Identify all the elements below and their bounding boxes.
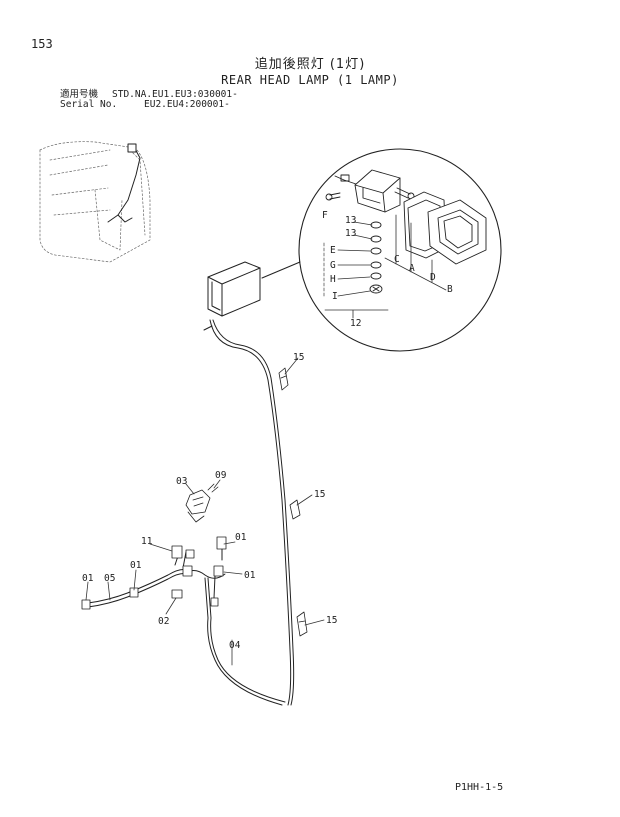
callout-01-mid: 01: [130, 560, 142, 571]
page-number: 153: [31, 37, 53, 51]
leader-i: [337, 290, 371, 297]
detail-leader: [261, 261, 301, 279]
callout-h: H: [330, 274, 336, 285]
callout-b: B: [447, 284, 453, 295]
serial-label-jp: 適用号機: [60, 89, 99, 100]
callout-g: G: [330, 260, 336, 271]
callout-04: 04: [229, 640, 241, 651]
leader-11: [149, 543, 173, 552]
title-english: REAR HEAD LAMP (1 LAMP): [221, 73, 399, 87]
callout-09: 09: [215, 470, 227, 481]
leader-01-right: [223, 571, 243, 575]
footer-code: P1HH-1-5: [455, 782, 504, 793]
harness-cable: [203, 319, 295, 706]
leader-15b: [296, 494, 313, 506]
leader-03: [185, 483, 195, 495]
callout-f: F: [322, 210, 328, 221]
lamp-exploded-view: [325, 169, 487, 294]
callout-02: 02: [158, 616, 169, 627]
leader-02: [165, 597, 177, 615]
leader-15a: [284, 357, 299, 375]
callout-e: E: [330, 245, 336, 256]
detail-circle: [298, 148, 502, 352]
callout-01-left: 01: [82, 573, 94, 584]
callout-a: A: [409, 263, 415, 274]
leader-cadb: [384, 257, 447, 291]
leader-01-top: [223, 541, 236, 545]
callout-12: 12: [350, 318, 361, 329]
callout-15b: 15: [314, 489, 325, 500]
callout-11: 11: [141, 536, 153, 547]
leader-01-mid: [133, 569, 137, 591]
leader-e: [337, 249, 371, 252]
cable-clip-3: [296, 611, 308, 637]
callout-i: I: [332, 291, 338, 302]
callout-03: 03: [176, 476, 187, 487]
serial-range-1: STD.NA.EU1.EU3:030001-: [112, 89, 238, 100]
callout-c: C: [394, 254, 400, 265]
leader-13b: [353, 234, 373, 240]
cab-wiring: [107, 143, 141, 223]
callout-labels: 13 13 F E G H I C A D B 12 15 15 15 03 0…: [82, 210, 453, 651]
leader-01-left: [85, 581, 89, 601]
leader-05: [107, 581, 111, 601]
callout-05: 05: [104, 573, 115, 584]
cable-clip-2: [289, 499, 301, 520]
relay-part: [185, 483, 219, 523]
cab-outline: [39, 141, 151, 263]
leader-09: [213, 479, 221, 489]
title-japanese: 追加後照灯 (1灯): [254, 57, 366, 72]
callout-15c: 15: [326, 615, 337, 626]
leader-verticals: [395, 214, 433, 283]
callout-13b: 13: [345, 228, 356, 239]
serial-label-en: Serial No.: [60, 99, 118, 110]
leader-13a: [353, 221, 373, 226]
leader-12: [324, 309, 389, 319]
rear-lamp-assembly: [207, 261, 261, 317]
callout-13a: 13: [345, 215, 356, 226]
serial-range-2: EU2.EU4:200001-: [144, 99, 230, 110]
cable-clip-1: [278, 367, 289, 391]
leader-h: [337, 276, 371, 280]
leader-15c: [304, 619, 325, 626]
callout-d: D: [430, 272, 436, 283]
callout-01-top: 01: [235, 532, 247, 543]
callout-15a: 15: [293, 352, 304, 363]
callout-01-right: 01: [244, 570, 256, 581]
